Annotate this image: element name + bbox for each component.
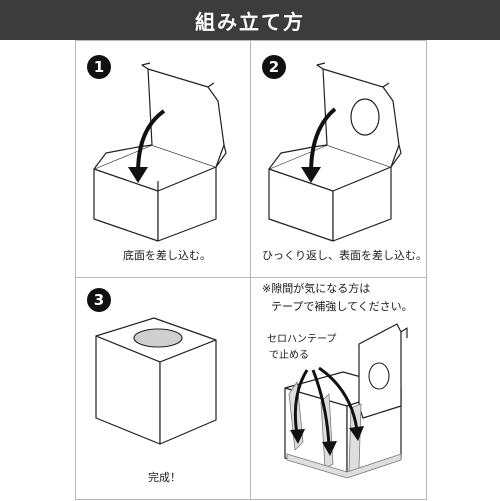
- page-title: 組み立て方: [0, 0, 500, 40]
- top-flap-edge: [207, 82, 215, 88]
- tape-note-line-1: ※隙間が気になる方は: [262, 282, 371, 295]
- tape-label-line-2: で止める: [269, 350, 309, 361]
- box-front-face: [268, 168, 334, 242]
- tape-note-line-2: テープで補強してください。: [271, 300, 413, 313]
- tape-arrow-2: [311, 369, 331, 447]
- lid-flap-tab: [400, 327, 408, 338]
- tape-arrow-1: [293, 369, 309, 435]
- tape-strip-bottom: [286, 453, 402, 479]
- box-right-face: [332, 166, 392, 242]
- tape-diagram: [284, 323, 408, 479]
- step-3-number: 3: [87, 288, 111, 312]
- insert-arrow: [309, 107, 337, 174]
- tape-arrowhead-2: [322, 441, 337, 456]
- tape-arrowhead-1: [290, 429, 305, 444]
- box-front-face: [93, 168, 159, 242]
- side-flap-left: [93, 144, 153, 170]
- top-flap-fold: [316, 62, 326, 70]
- cube-right-face: [159, 339, 217, 445]
- step-2-caption: ひっくり返し、表面を差し込む。: [262, 249, 427, 262]
- insert-arrow: [136, 109, 166, 174]
- tape-arrowhead-3: [349, 426, 364, 441]
- step-3-diagram: [95, 317, 217, 445]
- step-3-panel: 3 完成！: [75, 277, 251, 500]
- top-flap-fold: [141, 62, 151, 70]
- top-flap-edge: [382, 82, 390, 88]
- tape-strip-right: [348, 403, 362, 473]
- box-right-face: [157, 166, 217, 242]
- step-1-panel: 1 底面を差し込む。: [75, 40, 251, 278]
- step-1-diagram: [93, 62, 227, 242]
- step-1-number: 1: [87, 55, 111, 79]
- tape-arrow-3: [318, 366, 359, 431]
- insert-arrowhead: [301, 167, 321, 183]
- cube-top-hole: [133, 328, 183, 348]
- step-2-diagram: [268, 62, 402, 242]
- lid-hole: [368, 362, 390, 390]
- insert-arrowhead: [128, 167, 148, 183]
- top-flap: [147, 68, 225, 168]
- lid-hole: [350, 98, 380, 136]
- tape-label-line-1: セロハンテープ: [267, 334, 337, 345]
- step-3-caption: 完成！: [148, 471, 181, 484]
- step-1-caption: 底面を差し込む。: [123, 249, 211, 262]
- step-2-panel: 2 ひっくり返し、表面を差し込む。: [250, 40, 427, 278]
- tape-note-panel: ※隙間が気になる方は テープで補強してください。 セロハンテープ で止める: [250, 277, 427, 500]
- step-2-number: 2: [262, 55, 286, 79]
